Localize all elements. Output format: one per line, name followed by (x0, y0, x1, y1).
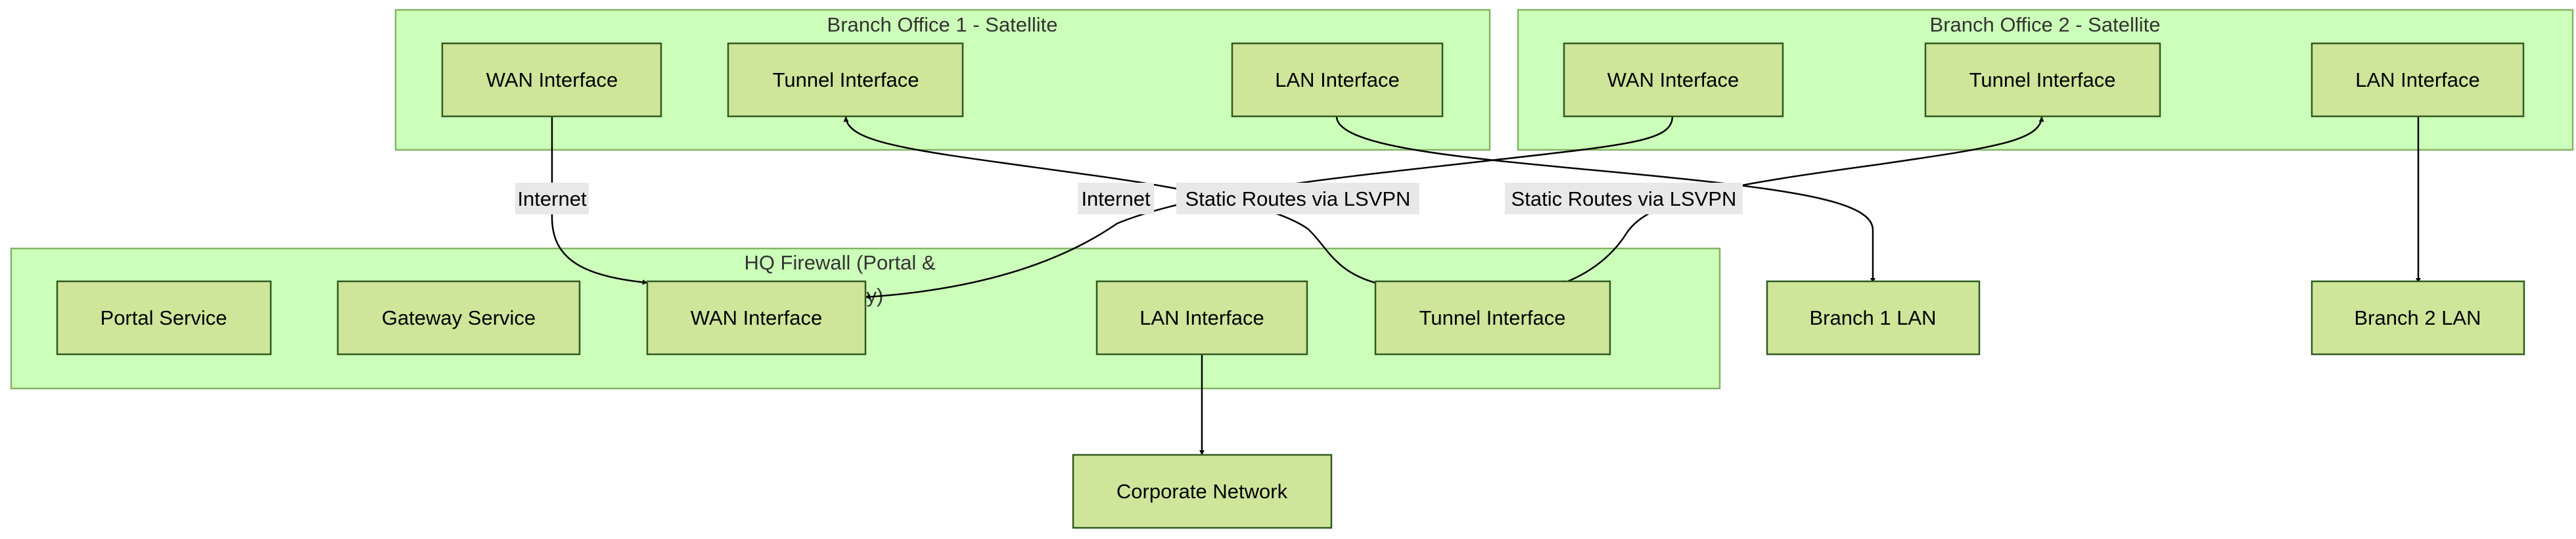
node-b1-tunnel-interface[interactable]: Tunnel Interface (727, 42, 964, 118)
svg-text:LAN Interface: LAN Interface (1139, 306, 1264, 329)
svg-text:Gateway Service: Gateway Service (382, 306, 536, 329)
edge-b1-wan-to-hq-wan (551, 116, 648, 285)
cluster-branch-office-1-title: Branch Office 1 - Satellite (827, 13, 1058, 36)
svg-text:Portal Service: Portal Service (101, 306, 227, 329)
svg-text:Tunnel Interface: Tunnel Interface (1969, 68, 2116, 91)
node-b2-lan-interface[interactable]: LAN Interface (2311, 42, 2525, 118)
svg-text:Corporate Network: Corporate Network (1116, 480, 1288, 503)
node-branch-1-lan[interactable]: Branch 1 LAN (1766, 280, 1981, 356)
node-b2-tunnel-interface[interactable]: Tunnel Interface (1924, 42, 2161, 118)
node-hq-gateway-service[interactable]: Gateway Service (336, 280, 581, 356)
svg-text:Internet: Internet (1081, 187, 1151, 210)
node-b2-wan-interface[interactable]: WAN Interface (1563, 42, 1784, 118)
edge-b1-lan-to-branch1-lan (1335, 116, 1875, 283)
cluster-hq-firewall-title-line1: HQ Firewall (Portal & (744, 251, 935, 274)
svg-text:Static Routes via LSVPN: Static Routes via LSVPN (1185, 187, 1411, 210)
node-hq-tunnel-interface[interactable]: Tunnel Interface (1374, 280, 1611, 356)
svg-text:WAN Interface: WAN Interface (486, 68, 618, 91)
node-hq-portal-service[interactable]: Portal Service (56, 280, 272, 356)
node-b1-lan-interface[interactable]: LAN Interface (1231, 42, 1444, 118)
svg-text:WAN Interface: WAN Interface (691, 306, 822, 329)
cluster-branch-office-2-title: Branch Office 2 - Satellite (1930, 13, 2161, 36)
svg-text:Branch 1 LAN: Branch 1 LAN (1810, 306, 1937, 329)
edge-label-b2-internet: Internet (1078, 183, 1154, 214)
edge-label-b2-static-routes: Static Routes via LSVPN (1505, 183, 1743, 214)
svg-text:WAN Interface: WAN Interface (1607, 68, 1739, 91)
edge-label-b1-static-routes: Static Routes via LSVPN (1176, 183, 1419, 214)
node-b1-wan-interface[interactable]: WAN Interface (441, 42, 662, 118)
svg-text:Static Routes via LSVPN: Static Routes via LSVPN (1511, 187, 1737, 210)
node-corporate-network[interactable]: Corporate Network (1072, 454, 1333, 529)
svg-text:Tunnel Interface: Tunnel Interface (773, 68, 919, 91)
svg-text:Internet: Internet (517, 187, 587, 210)
edge-label-b1-internet: Internet (515, 183, 589, 214)
svg-text:LAN Interface: LAN Interface (1275, 68, 1400, 91)
svg-text:Branch 2 LAN: Branch 2 LAN (2355, 306, 2481, 329)
node-hq-wan-interface[interactable]: WAN Interface (646, 280, 867, 356)
svg-text:LAN Interface: LAN Interface (2355, 68, 2480, 91)
svg-text:Tunnel Interface: Tunnel Interface (1419, 306, 1566, 329)
node-branch-2-lan[interactable]: Branch 2 LAN (2311, 280, 2525, 356)
node-hq-lan-interface[interactable]: LAN Interface (1095, 280, 1308, 356)
